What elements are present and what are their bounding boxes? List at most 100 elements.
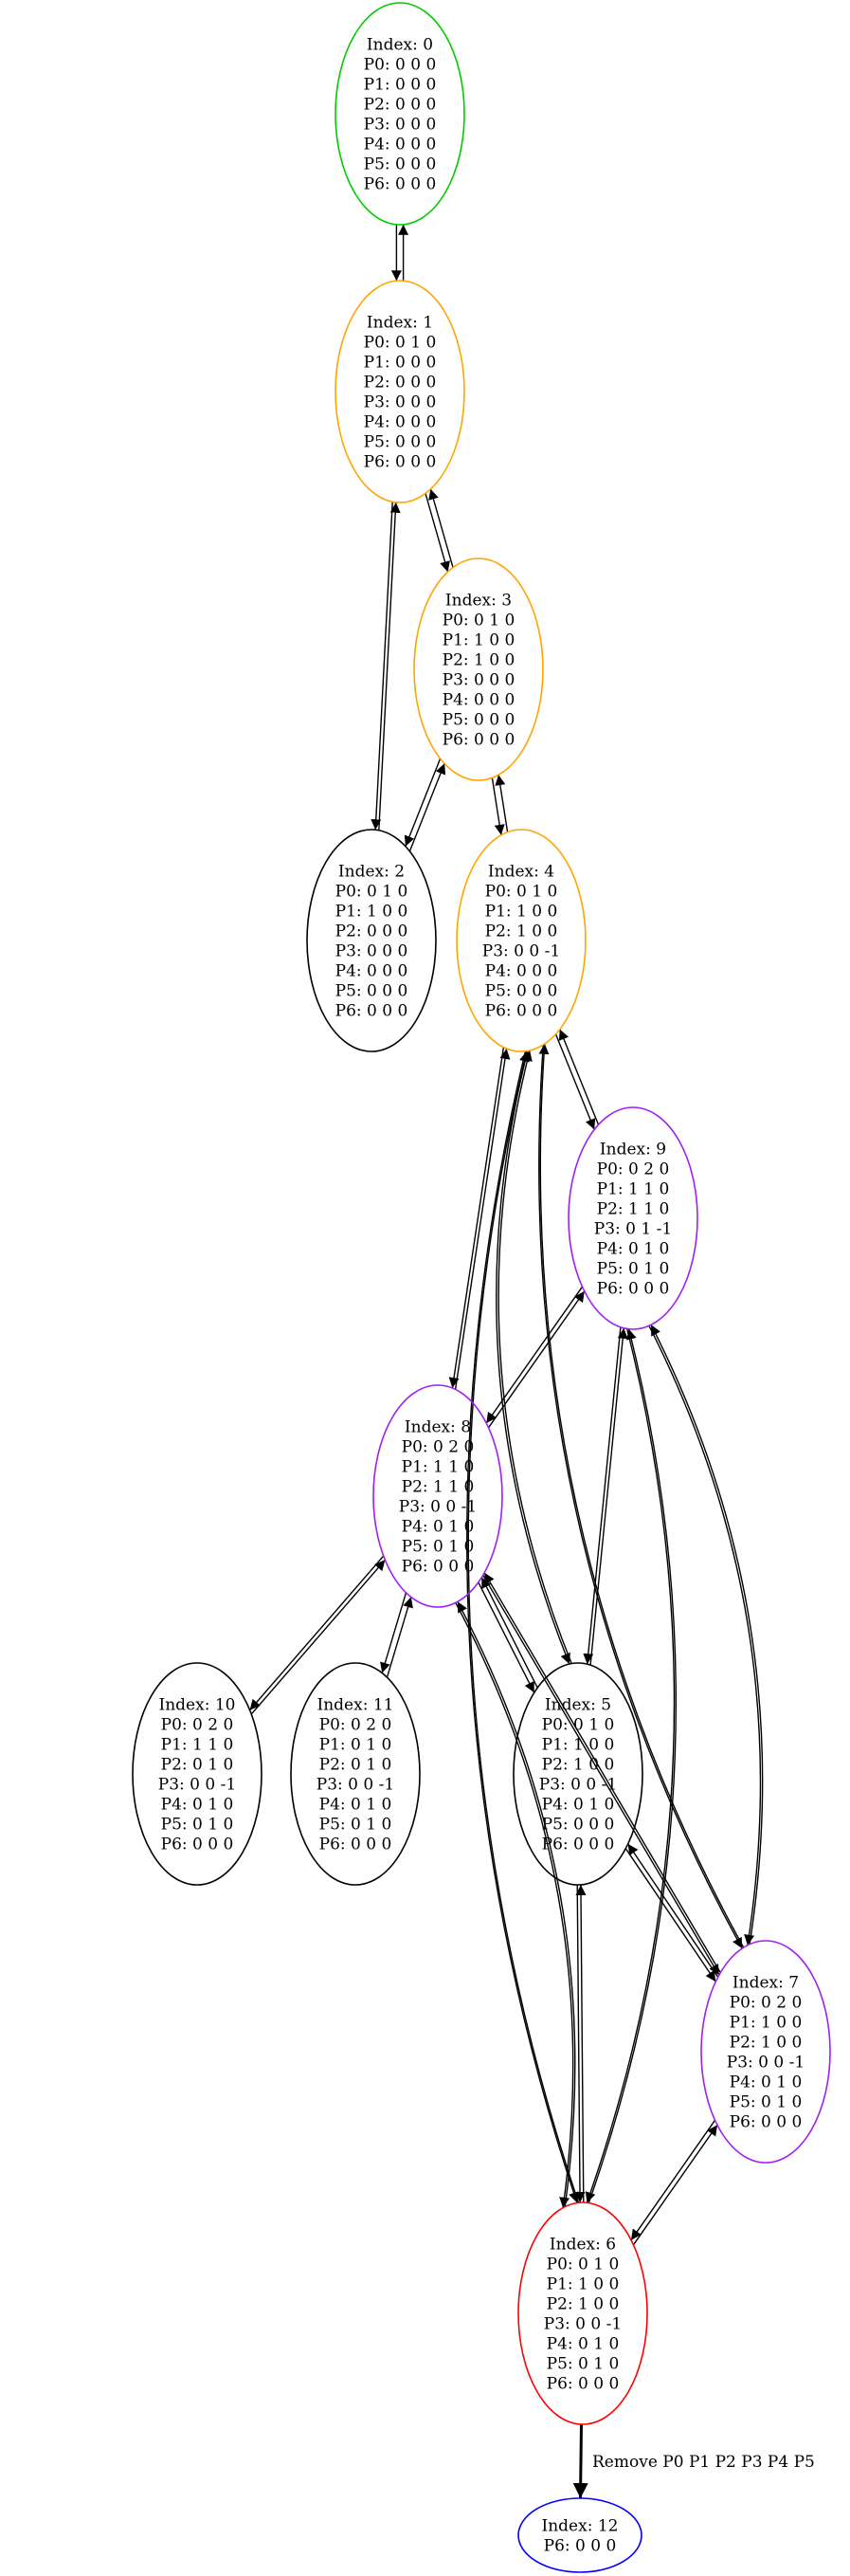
state-node-6-index: Index: 6 [550, 2236, 616, 2255]
state-node-4-line: P3: 0 0 -1 [482, 942, 560, 961]
state-node-1-line: P0: 0 1 0 [364, 334, 437, 353]
state-node-9: Index: 9P0: 0 2 0P1: 1 1 0P2: 1 1 0P3: 0… [568, 1106, 698, 1330]
state-node-12-line: P6: 0 0 0 [544, 2537, 617, 2556]
state-node-7-line: P0: 0 2 0 [730, 1994, 803, 2013]
edge-9-to-6 [585, 1328, 676, 2203]
state-node-2: Index: 2P0: 0 1 0P1: 1 0 0P2: 0 0 0P3: 0… [306, 829, 437, 1052]
edge-11-to-8 [386, 1597, 413, 1678]
state-node-9-line: P0: 0 2 0 [597, 1160, 670, 1179]
state-node-5-line: P6: 0 0 0 [542, 1836, 615, 1854]
state-node-10-line: P3: 0 0 -1 [158, 1776, 236, 1795]
state-node-4-index: Index: 4 [488, 863, 554, 882]
state-node-3-index: Index: 3 [445, 592, 512, 611]
state-node-3-line: P3: 0 0 0 [443, 671, 515, 690]
state-node-10-line: P2: 0 1 0 [161, 1756, 234, 1775]
state-node-5-ellipse [513, 1662, 643, 1886]
state-node-0-line: P1: 0 0 0 [364, 76, 437, 95]
state-node-9-line: P1: 1 1 0 [597, 1180, 670, 1199]
state-node-5-line: P3: 0 0 -1 [539, 1776, 617, 1795]
state-node-1-line: P3: 0 0 0 [364, 393, 437, 412]
edge-9-to-8 [485, 1286, 584, 1424]
state-node-7-index: Index: 7 [732, 1974, 799, 1993]
edge-1-to-2 [371, 502, 393, 831]
state-node-8-index: Index: 8 [405, 1418, 471, 1437]
edges-layer [249, 224, 764, 2499]
state-node-11-line: P0: 0 2 0 [319, 1716, 392, 1735]
state-node-8-line: P3: 0 0 -1 [399, 1498, 477, 1517]
state-node-1-line: P6: 0 0 0 [364, 453, 437, 472]
edge-6-to-12 [572, 2423, 588, 2499]
state-node-0-line: P4: 0 0 0 [364, 136, 437, 155]
state-node-10-line: P0: 0 2 0 [161, 1716, 234, 1735]
state-node-11-line: P2: 0 1 0 [319, 1756, 392, 1775]
edge-4-to-8 [448, 1047, 505, 1389]
state-node-6-line: P5: 0 1 0 [547, 2355, 620, 2374]
state-node-2-line: P0: 0 1 0 [335, 883, 408, 902]
edge-6-to-7 [632, 2124, 718, 2246]
state-node-11-line: P5: 0 1 0 [319, 1816, 392, 1835]
edge-3-to-1 [428, 488, 454, 568]
state-node-7-line: P4: 0 1 0 [730, 2074, 803, 2092]
state-node-12-index: Index: 12 [542, 2517, 619, 2536]
state-node-8-line: P4: 0 1 0 [402, 1518, 475, 1537]
state-node-6-line: P3: 0 0 -1 [544, 2315, 622, 2334]
nodes-layer: Index: 0P0: 0 0 0P1: 0 0 0P2: 0 0 0P3: 0… [132, 2, 831, 2573]
edge-2-to-1 [378, 502, 401, 831]
state-node-8-line: P0: 0 2 0 [402, 1438, 475, 1457]
state-node-3-line: P5: 0 0 0 [443, 711, 515, 730]
state-node-6-line: P2: 1 0 0 [547, 2295, 620, 2314]
state-node-6: Index: 6P0: 0 1 0P1: 1 0 0P2: 1 0 0P3: 0… [517, 2201, 648, 2425]
state-node-2-line: P2: 0 0 0 [335, 923, 408, 941]
state-node-4-ellipse [456, 829, 587, 1052]
state-node-4-line: P6: 0 0 0 [485, 1002, 558, 1021]
state-node-5-line: P1: 1 0 0 [542, 1736, 615, 1755]
edge-3-to-4 [491, 777, 505, 835]
edge-5-to-9 [589, 1327, 628, 1666]
state-node-5-line: P0: 0 1 0 [542, 1716, 615, 1735]
state-node-1-line: P2: 0 0 0 [364, 374, 437, 393]
labels-layer: Remove P0 P1 P2 P3 P4 P5 [592, 2453, 815, 2472]
edge-5-to-6 [574, 1884, 586, 2203]
edge-9-to-4 [558, 1029, 600, 1125]
state-node-0-index: Index: 0 [367, 36, 433, 55]
edge-7-to-8 [483, 1572, 721, 1974]
state-node-11-ellipse [290, 1662, 421, 1886]
state-node-6-ellipse [517, 2201, 648, 2425]
edge-8-to-4 [454, 1048, 511, 1390]
state-node-1-index: Index: 1 [367, 314, 433, 333]
state-node-1-line: P4: 0 0 0 [364, 413, 437, 432]
state-node-9-line: P6: 0 0 0 [597, 1280, 670, 1299]
state-node-7-line: P1: 1 0 0 [730, 2014, 803, 2033]
state-node-8-ellipse [372, 1384, 503, 1608]
state-node-10-line: P1: 1 1 0 [161, 1736, 234, 1755]
state-node-2-line: P4: 0 0 0 [335, 962, 408, 981]
state-node-5-line: P5: 0 0 0 [542, 1816, 615, 1835]
state-node-5-index: Index: 5 [545, 1696, 611, 1715]
state-node-6-line: P4: 0 1 0 [547, 2335, 620, 2354]
edge-4-to-9 [554, 1033, 596, 1130]
state-node-8-line: P1: 1 1 0 [402, 1458, 475, 1477]
state-node-10-index: Index: 10 [159, 1696, 236, 1715]
state-node-0: Index: 0P0: 0 0 0P1: 0 0 0P2: 0 0 0P3: 0… [335, 2, 465, 226]
state-node-9-line: P3: 0 1 -1 [594, 1220, 672, 1239]
edge-5-to-7 [624, 1848, 716, 1982]
state-node-1: Index: 1P0: 0 1 0P1: 0 0 0P2: 0 0 0P3: 0… [335, 280, 465, 503]
state-node-7-line: P2: 1 0 0 [730, 2034, 803, 2053]
state-node-5-line: P2: 1 0 0 [542, 1756, 615, 1775]
state-node-4-line: P0: 0 1 0 [485, 883, 558, 902]
state-node-8-line: P2: 1 1 0 [402, 1478, 475, 1497]
state-node-9-line: P5: 0 1 0 [597, 1260, 670, 1279]
state-node-7-ellipse [700, 1940, 831, 2164]
edge-10-to-8 [250, 1559, 386, 1715]
edge-6-to-5 [575, 1884, 587, 2203]
state-node-3-ellipse [413, 557, 544, 781]
state-node-3-line: P2: 1 0 0 [443, 651, 515, 670]
state-node-2-line: P5: 0 0 0 [335, 982, 408, 1001]
state-node-8: Index: 8P0: 0 2 0P1: 1 1 0P2: 1 1 0P3: 0… [372, 1384, 503, 1608]
edge-8-to-10 [249, 1555, 385, 1711]
edge-7-to-6 [630, 2119, 716, 2241]
edge-7-to-5 [627, 1843, 719, 1978]
edge-6-to-4 [467, 1050, 580, 2203]
